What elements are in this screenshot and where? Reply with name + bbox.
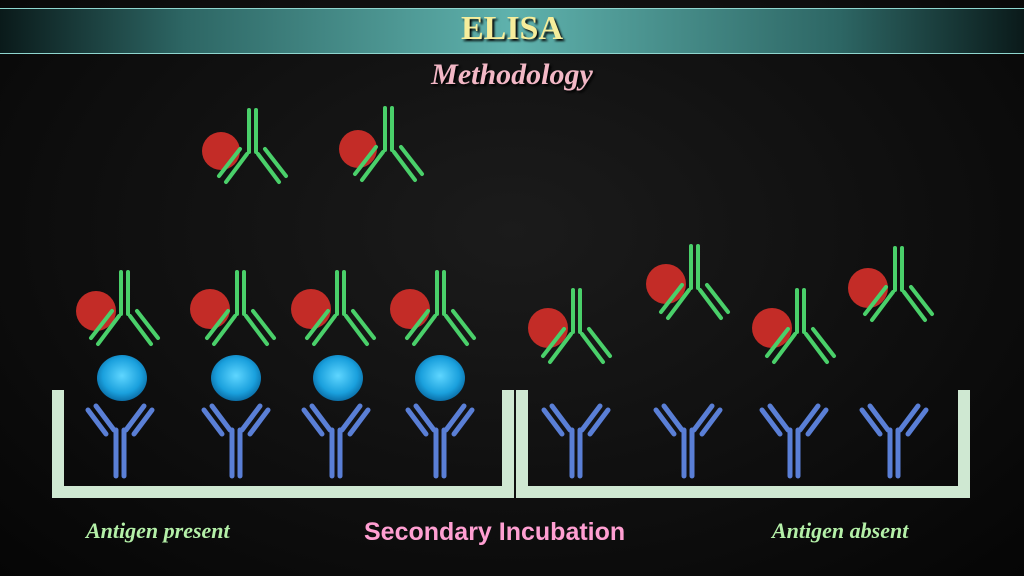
free-secondary-antibody-2: [339, 106, 424, 182]
page-title: ELISA: [460, 10, 564, 47]
enzyme-label-icon: [848, 268, 888, 308]
capture-antibody-icon: [88, 406, 152, 476]
free-secondary-antibody-1: [202, 108, 288, 184]
unbound-secondary-antibody-4: [848, 246, 934, 322]
capture-antibody-icon: [408, 406, 472, 476]
enzyme-label-icon: [339, 130, 377, 168]
antigen-icon: [313, 355, 363, 401]
antigen-icon: [97, 355, 147, 401]
enzyme-label-icon: [291, 289, 331, 329]
capture-antibody-icon: [544, 406, 608, 476]
enzyme-label-icon: [390, 289, 430, 329]
unbound-secondary-antibody-3: [752, 288, 836, 364]
enzyme-label-icon: [752, 308, 792, 348]
unbound-secondary-antibody-2: [646, 244, 730, 320]
enzyme-label-icon: [528, 308, 568, 348]
antigen-icon: [211, 355, 261, 401]
capture-antibody-icon: [862, 406, 926, 476]
caption-antigen-absent: Antigen absent: [772, 518, 909, 543]
caption-secondary-incubation: Secondary Incubation: [364, 518, 626, 546]
title-bar: [0, 8, 1024, 54]
capture-antibody-icon: [762, 406, 826, 476]
well-antigen-present: [52, 390, 514, 498]
enzyme-label-icon: [202, 132, 240, 170]
enzyme-label-icon: [190, 289, 230, 329]
page-subtitle: Methodology: [431, 58, 593, 91]
complex-column-4: [390, 270, 476, 476]
unbound-secondary-antibody-1: [528, 288, 612, 364]
antigen-icon: [415, 355, 465, 401]
well-antigen-absent: [516, 390, 970, 498]
capture-antibody-icon: [204, 406, 268, 476]
capture-antibody-icon: [656, 406, 720, 476]
caption-antigen-present: Antigen present: [86, 518, 230, 543]
enzyme-label-icon: [646, 264, 686, 304]
complex-column-1: [76, 270, 160, 476]
well-icon: [52, 390, 514, 498]
complex-column-3: [291, 270, 376, 476]
complex-column-2: [190, 270, 276, 476]
capture-antibody-icon: [304, 406, 368, 476]
well-icon: [516, 390, 970, 498]
